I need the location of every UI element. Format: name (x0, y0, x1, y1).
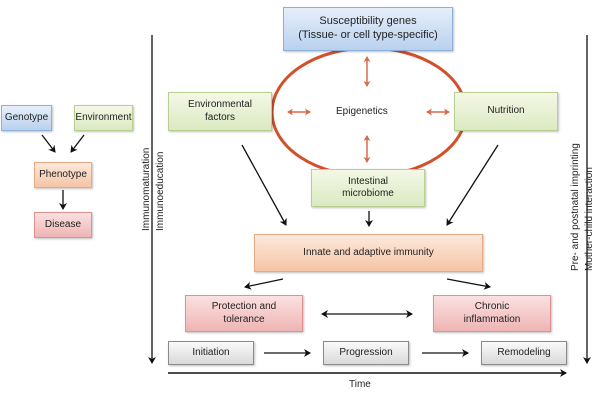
stage-remodeling-box: Remodeling (481, 341, 567, 365)
environmental-factors-line1: Environmental (188, 99, 252, 110)
arrow-immunity-protection (244, 278, 284, 290)
stage-remodeling-label: Remodeling (497, 346, 551, 358)
genotype-box: Genotype (1, 105, 52, 131)
stage-progression-box: Progression (323, 341, 409, 365)
epigenetics-label: Epigenetics (336, 106, 388, 117)
protection-tolerance-line1: Protection and (211, 301, 277, 312)
intestinal-microbiome-box: Intestinal microbiome (311, 169, 425, 207)
protection-tolerance-box: Protection and tolerance (185, 295, 303, 332)
protection-tolerance-line2: tolerance (223, 313, 265, 325)
nutrition-label: Nutrition (487, 105, 525, 117)
innate-adaptive-immunity-box: Innate and adaptive immunity (254, 234, 483, 272)
innate-adaptive-immunity-label: Innate and adaptive immunity (303, 246, 434, 258)
disease-box: Disease (34, 212, 92, 238)
susceptibility-genes-line2: (Tissue- or cell type-specific) (298, 29, 438, 41)
chronic-inflammation-box: Chronic inflammation (433, 295, 551, 332)
environment-box: Environment (74, 105, 133, 131)
chronic-inflammation-line2: inflammation (463, 313, 521, 325)
phenotype-box: Phenotype (34, 162, 92, 188)
arrow-environment-phenotype (70, 134, 85, 153)
arrow-env-immunity (241, 144, 287, 226)
stage-initiation-label: Initiation (192, 346, 230, 358)
arrow-immunity-inflammation (446, 278, 491, 290)
time-axis-label: Time (349, 379, 371, 390)
disease-label: Disease (44, 218, 82, 230)
intestinal-microbiome-line1: Intestinal (347, 175, 389, 187)
susceptibility-genes-line1: Susceptibility genes (319, 15, 417, 28)
stage-initiation-box: Initiation (168, 341, 254, 365)
imprinting-label: Pre- and postnatal imprinting (570, 143, 581, 271)
mother-child-label: Mother-child interaction (584, 167, 595, 271)
nutrition-box: Nutrition (454, 92, 558, 131)
phenotype-label: Phenotype (39, 168, 87, 180)
intestinal-microbiome-line2: microbiome (342, 188, 394, 199)
arrow-nutrition-immunity (446, 144, 499, 226)
environmental-factors-box: Environmental factors (168, 92, 272, 131)
environmental-factors-line2: factors (204, 111, 235, 123)
arrow-genotype-phenotype (41, 134, 56, 153)
immunoeducation-label: Immunoeducation (155, 151, 166, 232)
stage-progression-label: Progression (339, 346, 393, 358)
immunomaturation-label: Immunomaturation (141, 147, 152, 231)
susceptibility-genes-box: Susceptibility genes (Tissue- or cell ty… (283, 7, 453, 51)
chronic-inflammation-line1: Chronic (474, 301, 510, 312)
environment-label: Environment (75, 111, 132, 123)
genotype-label: Genotype (4, 111, 49, 123)
